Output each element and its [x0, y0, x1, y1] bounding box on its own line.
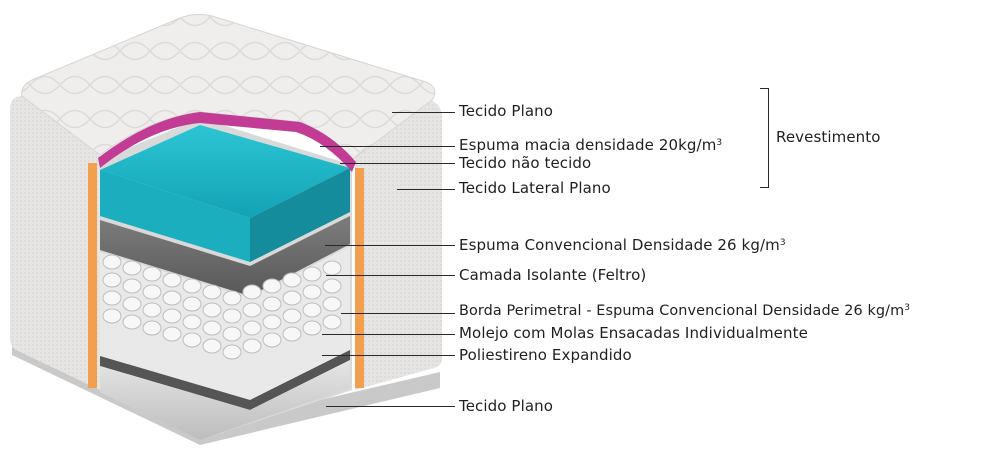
leader-camada-isolante — [326, 275, 455, 276]
label-revestimento: Revestimento — [776, 128, 881, 146]
spring-pocket — [282, 308, 302, 324]
right-orange-edge — [355, 168, 364, 388]
leader-molejo — [322, 334, 455, 335]
spring-pocket — [242, 302, 262, 318]
leader-espuma-macia — [320, 146, 455, 147]
label-tecido-lateral: Tecido Lateral Plano — [459, 179, 611, 197]
spring-pocket — [242, 284, 262, 300]
spring-pocket — [322, 278, 342, 294]
spring-pocket — [222, 290, 242, 306]
label-tecido-nao-tecido: Tecido não tecido — [459, 154, 592, 172]
spring-pocket — [202, 320, 222, 336]
spring-pocket — [322, 314, 342, 330]
leader-tecido-lateral — [397, 189, 455, 190]
spring-pocket — [202, 284, 222, 300]
spring-pocket — [322, 260, 342, 276]
spring-pocket — [162, 272, 182, 288]
spring-pocket — [282, 290, 302, 306]
teal-foam-left-face — [100, 170, 250, 262]
spring-pocket — [122, 296, 142, 312]
spring-pocket — [142, 302, 162, 318]
spring-pocket — [102, 254, 122, 270]
polystyrene-layer — [100, 350, 350, 410]
label-espuma-macia: Espuma macia densidade 20kg/m3 — [459, 136, 723, 154]
teal-foam-top — [100, 125, 350, 218]
leader-tecido-plano-top — [392, 112, 455, 113]
spring-pocket — [222, 326, 242, 342]
leader-poliestireno — [322, 355, 455, 356]
spring-pocket — [242, 320, 262, 336]
spring-pocket — [102, 290, 122, 306]
spring-pocket — [122, 278, 142, 294]
leader-espuma-convencional — [325, 245, 455, 246]
spring-pocket — [162, 308, 182, 324]
spring-pocket — [302, 302, 322, 318]
spring-pocket — [222, 308, 242, 324]
leader-borda-perimetral — [341, 313, 455, 314]
label-borda-perimetral: Borda Perimetral - Espuma Convencional D… — [459, 303, 911, 319]
spring-pocket — [102, 272, 122, 288]
spring-pocket — [142, 320, 162, 336]
spring-pocket — [202, 302, 222, 318]
label-espuma-convencional: Espuma Convencional Densidade 26 kg/m3 — [459, 236, 786, 254]
spring-pocket — [262, 332, 282, 348]
spring-pocket — [262, 296, 282, 312]
spring-pocket — [162, 326, 182, 342]
label-poliestireno: Poliestireno Expandido — [459, 346, 632, 364]
spring-pocket — [142, 284, 162, 300]
spring-pocket — [302, 320, 322, 336]
spring-pocket — [222, 344, 242, 360]
label-tecido-plano-top: Tecido Plano — [459, 102, 554, 120]
spring-pocket — [242, 338, 262, 354]
spring-pocket — [122, 260, 142, 276]
spring-pocket — [302, 266, 322, 282]
spring-pocket — [282, 272, 302, 288]
leader-tecido-plano-bottom — [326, 406, 455, 407]
pocket-springs — [102, 254, 342, 360]
spring-pocket — [182, 296, 202, 312]
pink-soft-foam-layer — [98, 112, 356, 172]
spring-pocket — [142, 266, 162, 282]
teal-foam-right-face — [250, 168, 350, 262]
spring-pocket — [122, 314, 142, 330]
revestimento-bracket — [760, 88, 769, 188]
label-tecido-plano-bottom: Tecido Plano — [459, 397, 554, 415]
spring-pocket — [202, 338, 222, 354]
label-camada-isolante: Camada Isolante (Feltro) — [459, 266, 647, 284]
leader-tecido-nao-tecido — [340, 163, 455, 164]
spring-pocket — [322, 296, 342, 312]
spring-pocket — [182, 332, 202, 348]
spring-pocket — [262, 314, 282, 330]
spring-pocket — [302, 284, 322, 300]
spring-pocket — [182, 278, 202, 294]
spring-pocket — [282, 326, 302, 342]
bottom-fabric-layer — [100, 360, 350, 440]
spring-pocket — [262, 278, 282, 294]
spring-pocket — [102, 308, 122, 324]
left-side-panel — [10, 96, 100, 390]
spring-pocket — [162, 290, 182, 306]
label-molejo: Molejo com Molas Ensacadas Individualmen… — [459, 324, 808, 342]
left-orange-edge — [88, 163, 97, 388]
quilted-top-surface — [21, 13, 436, 161]
spring-pocket — [182, 314, 202, 330]
